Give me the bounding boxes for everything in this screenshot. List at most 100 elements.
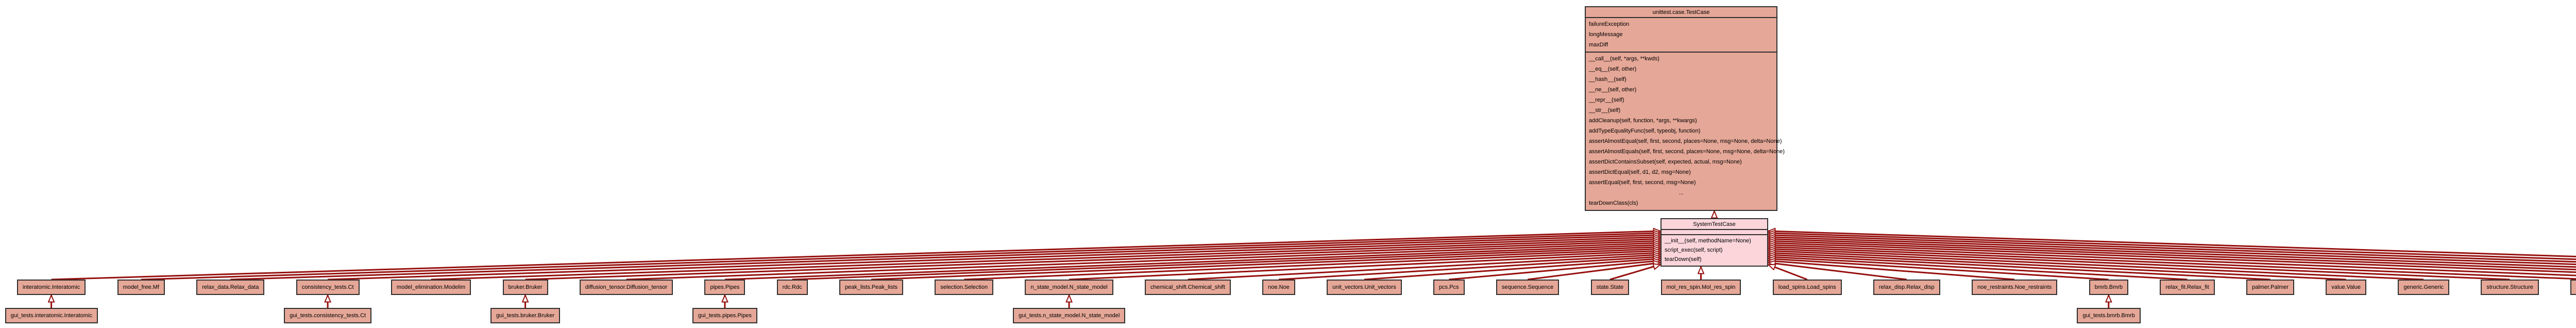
- class-title: SystemTestCase: [1662, 219, 1767, 230]
- class-node-relax-data-relax-data: relax_data.Relax_data: [196, 280, 265, 295]
- class-node-relax-disp-relax-disp: relax_disp.Relax_disp: [1873, 280, 1940, 295]
- class-node-gui-tests-consistency-tests-ct: gui_tests.consistency_tests.Ct: [284, 308, 372, 323]
- inheritance-edge: [51, 231, 1660, 281]
- class-title: mol_res_spin.Mol_res_spin: [1666, 284, 1736, 290]
- class-node-state-state: state.State: [1590, 280, 1630, 295]
- inheritance-edge: [230, 235, 1660, 281]
- inheritance-edge: [1768, 247, 2576, 280]
- class-node-rdc-rdc: rdc.Rdc: [776, 280, 808, 295]
- class-title: gui_tests.pipes.Pipes: [698, 313, 752, 319]
- class-node-selection-selection: selection.Selection: [935, 280, 994, 295]
- inheritance-edge: [1768, 249, 2510, 281]
- class-title: model_free.Mf: [123, 284, 159, 290]
- inheritance-edge: [1279, 257, 1660, 281]
- class-node-generic-generic: generic.Generic: [2398, 280, 2450, 295]
- inheritance-edge: [871, 249, 1660, 281]
- class-node-bruker-bruker: bruker.Bruker: [502, 280, 548, 295]
- class-title: relax_data.Relax_data: [202, 284, 259, 290]
- inheritance-edge: [1768, 235, 2576, 263]
- class-node-gui-tests-bmrb-bmrb: gui_tests.bmrb.Bmrb: [2077, 308, 2141, 323]
- class-method: addCleanup(self, function, *args, **kwar…: [1589, 118, 1697, 124]
- class-node-model-elimination-modelim: model_elimination.Modelim: [391, 280, 471, 295]
- inheritance-edge: [1768, 255, 2270, 281]
- class-title: gui_tests.interatomic.Interatomic: [10, 313, 92, 319]
- class-title: peak_lists.Peak_lists: [844, 284, 898, 290]
- class-method: tearDown(self): [1665, 256, 1702, 263]
- inheritance-edge: [1768, 237, 2576, 266]
- class-node-pipes-pipes: pipes.Pipes: [704, 280, 745, 295]
- class-node-gui-tests-pipes-pipes: gui_tests.pipes.Pipes: [692, 308, 757, 323]
- class-title: bruker.Bruker: [508, 284, 543, 290]
- inheritance-edge: [1449, 260, 1660, 281]
- class-attribute: failureException: [1589, 21, 1630, 27]
- class-title: selection.Selection: [940, 284, 988, 290]
- inheritance-edge: [1768, 239, 2576, 268]
- class-title: gui_tests.n_state_model.N_state_model: [1019, 313, 1120, 319]
- class-attribute: maxDiff: [1589, 42, 1608, 48]
- class-method: addTypeEqualityFunc(self, typeobj, funct…: [1589, 128, 1701, 134]
- class-method: assertAlmostEquals(self, first, second, …: [1589, 149, 1785, 155]
- class-title: gui_tests.bmrb.Bmrb: [2082, 313, 2135, 319]
- class-title: pipes.Pipes: [710, 284, 740, 290]
- class-node-interatomic-interatomic: interatomic.Interatomic: [17, 280, 86, 295]
- inheritance-edge: [1768, 231, 2576, 257]
- class-title: noe.Noe: [1268, 284, 1290, 290]
- inheritance-edge: [1768, 243, 2576, 273]
- class-title: load_spins.Load_spins: [1778, 284, 1836, 290]
- inheritance-edge: [1768, 259, 2109, 281]
- class-title: structure.Structure: [2486, 284, 2533, 290]
- class-node-pcs-pcs: pcs.Pcs: [1433, 280, 1465, 295]
- inheritance-edge: [724, 245, 1660, 281]
- class-title: gui_tests.bruker.Bruker: [496, 313, 555, 319]
- class-node-load-spins-load-spins: load_spins.Load_spins: [1772, 280, 1842, 295]
- inheritance-edge: [525, 241, 1660, 281]
- class-node-relax-fit-relax-fit: relax_fit.Relax_fit: [2160, 280, 2215, 295]
- class-node-chemical-shift-chemical-shift: chemical_shift.Chemical_shift: [1145, 280, 1231, 295]
- class-title: relax_fit.Relax_fit: [2165, 284, 2209, 290]
- class-methods-section: __init__(self, methodName=None)script_ex…: [1662, 235, 1767, 266]
- class-method: assertEqual(self, first, second, msg=Non…: [1589, 179, 1696, 186]
- inheritance-edge: [1188, 255, 1661, 281]
- class-method: assertDictContainsSubset(self, expected,…: [1589, 159, 1742, 165]
- inheritance-edge: [328, 237, 1660, 281]
- class-title: rdc.Rdc: [782, 284, 802, 290]
- inheritance-edge: [1069, 253, 1660, 281]
- class-node-structure-structure: structure.Structure: [2481, 280, 2539, 295]
- class-title: generic.Generic: [2403, 284, 2444, 290]
- class-method: __str__(self): [1589, 107, 1621, 113]
- class-method: __call__(self, *args, **kwds): [1589, 56, 1659, 62]
- class-title: pcs.Pcs: [1439, 284, 1459, 290]
- class-title: sequence.Sequence: [1501, 284, 1554, 290]
- class-method: __ne__(self, other): [1589, 87, 1637, 93]
- class-method: __eq__(self, other): [1589, 66, 1637, 72]
- class-node-gui-tests-bruker-bruker: gui_tests.bruker.Bruker: [490, 308, 561, 323]
- class-method: ...: [1679, 190, 1684, 196]
- class-method: tearDownClass(cls): [1589, 200, 1638, 206]
- class-method: __hash__(self): [1589, 76, 1626, 83]
- class-node-n-state-model-n-state-model: n_state_model.N_state_model: [1025, 280, 1113, 295]
- class-title: model_elimination.Modelim: [396, 284, 466, 290]
- class-title: n_state_model.N_state_model: [1030, 284, 1108, 290]
- class-method: __init__(self, methodName=None): [1665, 238, 1751, 244]
- class-node-diffusion-tensor-diffusion-tensor: diffusion_tensor.Diffusion_tensor: [579, 280, 673, 295]
- class-node-model-free-mf: model_free.Mf: [117, 280, 165, 295]
- class-title: noe_restraints.Noe_restraints: [1977, 284, 2052, 290]
- class-node-noe-noe: noe.Noe: [1262, 280, 1295, 295]
- class-title: interatomic.Interatomic: [23, 284, 80, 290]
- inheritance-edge: [1768, 233, 2576, 260]
- class-method: assertAlmostEqual(self, first, second, p…: [1589, 138, 1782, 144]
- class-title: gui_tests.consistency_tests.Ct: [290, 313, 366, 319]
- class-title: consistency_tests.Ct: [301, 284, 354, 290]
- class-title: palmer.Palmer: [2252, 284, 2289, 290]
- inheritance-edge: [1609, 265, 1660, 281]
- inheritance-edge: [964, 251, 1660, 281]
- inheritance-edge: [1768, 253, 2346, 281]
- class-node-unit-vectors-unit-vectors: unit_vectors.Unit_vectors: [1327, 280, 1402, 295]
- inheritance-edge: [431, 239, 1660, 281]
- inheritance-edge: [1768, 264, 1808, 281]
- class-title: chemical_shift.Chemical_shift: [1150, 284, 1225, 290]
- class-title: unit_vectors.Unit_vectors: [1332, 284, 1396, 290]
- class-node-sequence-sequence: sequence.Sequence: [1496, 280, 1560, 295]
